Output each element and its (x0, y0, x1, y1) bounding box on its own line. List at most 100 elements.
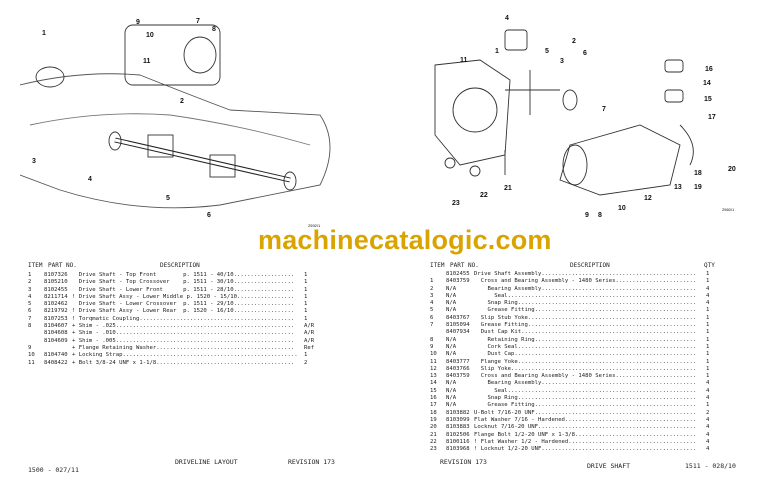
cell-part: 8219792 (44, 308, 68, 315)
cell-part: N/A (446, 307, 457, 314)
cell-qty: 4 (706, 300, 710, 307)
header-part-no: PART NO. (48, 262, 77, 269)
cell-item: 13 (430, 373, 437, 380)
callout: 4 (88, 176, 92, 183)
cell-item: 19 (430, 416, 437, 423)
cell-qty: 4 (706, 424, 710, 431)
cell-item: 8 (430, 336, 434, 343)
cell-part: 8103882 (446, 409, 470, 416)
cell-desc: Seal....................................… (474, 292, 697, 299)
cell-qty: 1 (706, 358, 710, 365)
cell-qty: A/R (304, 337, 315, 344)
left-page-title: DRIVELINE LAYOUT (175, 458, 238, 466)
cell-part: 8403767 (446, 314, 470, 321)
cell-item: 5 (28, 301, 32, 308)
cell-desc: Flange Yoke.............................… (474, 358, 697, 365)
cell-desc: Drive Shaft - Lower Crossover p. 1511 - … (72, 301, 295, 308)
callout: 14 (703, 80, 711, 87)
callout: 11 (143, 58, 151, 65)
cell-qty: 1 (706, 365, 710, 372)
cell-item: 2 (28, 279, 32, 286)
header-qty: QTY (704, 262, 715, 269)
cell-qty: 4 (706, 395, 710, 402)
callout: 5 (545, 48, 549, 55)
cell-qty: 2 (706, 409, 710, 416)
callout: 5 (166, 195, 170, 202)
cell-qty: 4 (706, 438, 710, 445)
right-revision: REVISION 173 (440, 458, 487, 466)
cell-qty: 4 (706, 387, 710, 394)
cell-part: 8211714 (44, 293, 68, 300)
cell-item: 14 (430, 380, 437, 387)
header-part-no: PART NO. (450, 262, 479, 269)
cell-item: 17 (430, 402, 437, 409)
cell-qty: 1 (706, 343, 710, 350)
callout: 9 (136, 19, 140, 26)
cell-qty: 1 (706, 329, 710, 336)
cell-item: 4 (28, 293, 32, 300)
cell-desc: + Shim - .025...........................… (72, 323, 295, 330)
cell-part: 8104608 (44, 330, 68, 337)
cell-qty: 1 (706, 336, 710, 343)
right-page-number: 1511 - 028/10 (685, 462, 736, 470)
cell-item: 23 (430, 446, 437, 453)
cell-part: N/A (446, 343, 457, 350)
cell-part: 8407934 (446, 329, 470, 336)
cell-desc: Cross and Bearing Assembly - 1480 Series… (474, 373, 697, 380)
callout: 2 (572, 38, 576, 45)
cell-part: N/A (446, 387, 457, 394)
left-revision: REVISION 173 (288, 458, 335, 466)
cell-qty: 1 (304, 301, 308, 308)
header-description: DESCRIPTION (160, 262, 200, 269)
cell-desc: Flat Washer 7/16 - Hardened.............… (474, 416, 697, 423)
cell-item: 3 (28, 286, 32, 293)
cell-qty: 4 (706, 285, 710, 292)
cell-desc: Bearing Assembly........................… (474, 285, 697, 292)
callout: 1 (42, 30, 46, 37)
cell-desc: Cork Seal...............................… (474, 343, 697, 350)
cell-part: 8403777 (446, 358, 470, 365)
cell-qty: 1 (304, 315, 308, 322)
callout: 16 (705, 66, 713, 73)
header-description: DESCRIPTION (570, 262, 610, 269)
cell-desc: Drive Shaft - Lower Front p. 1511 - 28/1… (72, 286, 295, 293)
callout: 19 (694, 184, 702, 191)
cell-qty: 1 (706, 307, 710, 314)
table-row: 9+ Flange Retaining Washer..............… (28, 345, 318, 352)
cell-item: 7 (430, 322, 434, 329)
cell-item: 8 (28, 323, 32, 330)
cell-desc: + Shim - .010...........................… (72, 330, 295, 337)
callout: 8 (212, 26, 216, 33)
cell-qty: A/R (304, 330, 315, 337)
header-item: ITEM (430, 262, 445, 269)
cell-item: 9 (28, 344, 32, 351)
cell-part: N/A (446, 351, 457, 358)
cell-qty: 2 (304, 359, 308, 366)
cell-item: 18 (430, 409, 437, 416)
cell-item: 7 (28, 315, 32, 322)
header-item: ITEM (28, 262, 43, 269)
cell-item: 11 (430, 358, 437, 365)
cell-part: N/A (446, 292, 457, 299)
cell-desc: Locknut 7/16-20 UNF.....................… (474, 424, 697, 431)
cell-qty: 4 (706, 446, 710, 453)
cell-item: 2 (430, 285, 434, 292)
cell-desc: Flange Bolt 1/2-20 UNF x 1-3/8..........… (474, 431, 697, 438)
